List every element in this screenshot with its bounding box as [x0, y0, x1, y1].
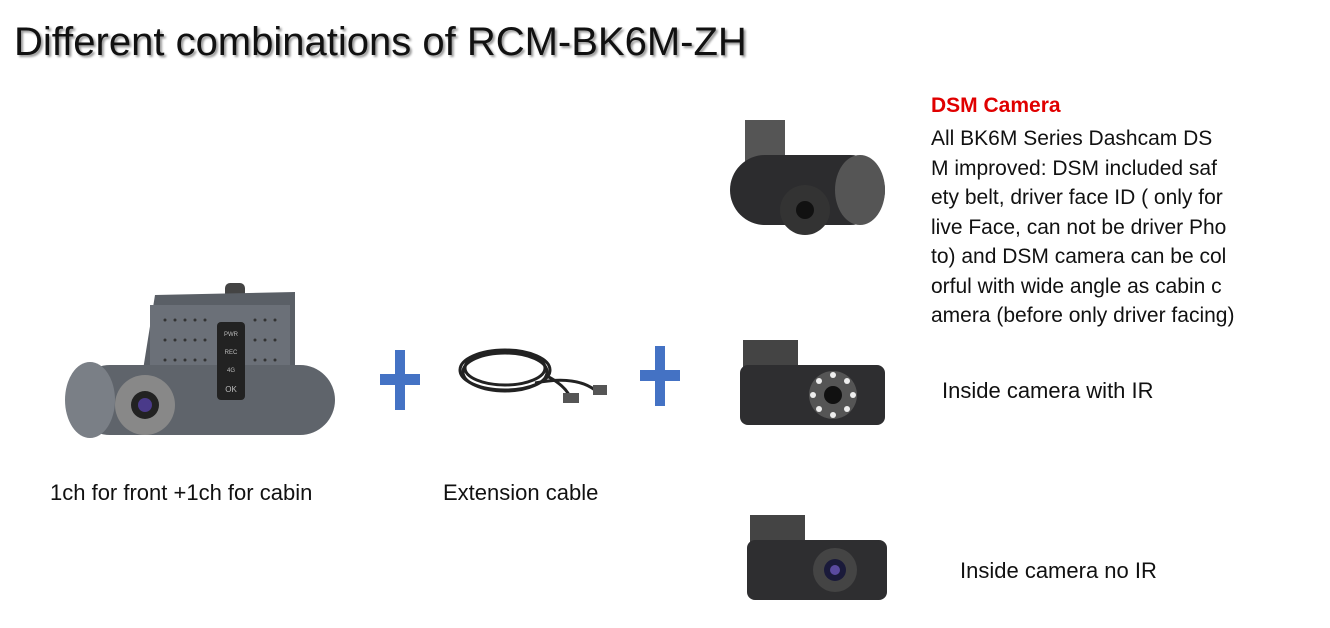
inside-camera-no-ir-image	[747, 515, 887, 600]
inside-camera-no-ir-caption: Inside camera no IR	[960, 558, 1157, 583]
dsm-camera-title: DSM Camera	[931, 94, 1061, 117]
description-line: live Face, can not be driver Pho	[931, 215, 1227, 239]
description-line: All BK6M Series Dashcam DS	[931, 127, 1213, 150]
dashcam-caption: 1ch for front +1ch for cabin	[50, 480, 313, 505]
inside-camera-ir-image	[740, 340, 885, 425]
extension-cable-caption: Extension cable	[443, 480, 599, 505]
ok-label: OK	[225, 385, 237, 394]
page-title: Different combinations of RCM-BK6M-ZH	[14, 20, 747, 64]
extension-cable-image	[458, 348, 607, 403]
plus-icon	[380, 350, 420, 410]
description-line: to) and DSM camera can be col	[931, 245, 1227, 268]
4g-label: 4G	[227, 368, 235, 374]
rec-label: REC	[225, 350, 238, 356]
pwr-label: PWR	[224, 332, 239, 338]
description-line: amera (before only driver facing)	[931, 304, 1235, 327]
plus-icon	[640, 346, 680, 406]
description-line: M improved: DSM included saf	[931, 156, 1217, 180]
dashcam-image: PWR REC 4G OK	[65, 283, 335, 438]
description-line: orful with wide angle as cabin c	[931, 274, 1222, 298]
inside-camera-ir-caption: Inside camera with IR	[942, 378, 1154, 403]
dsm-camera-image	[730, 120, 885, 235]
description-line: ety belt, driver face ID ( only for	[931, 186, 1223, 209]
dsm-camera-description: All BK6M Series Dashcam DS M improved: D…	[931, 124, 1311, 331]
status-panel	[217, 322, 245, 400]
